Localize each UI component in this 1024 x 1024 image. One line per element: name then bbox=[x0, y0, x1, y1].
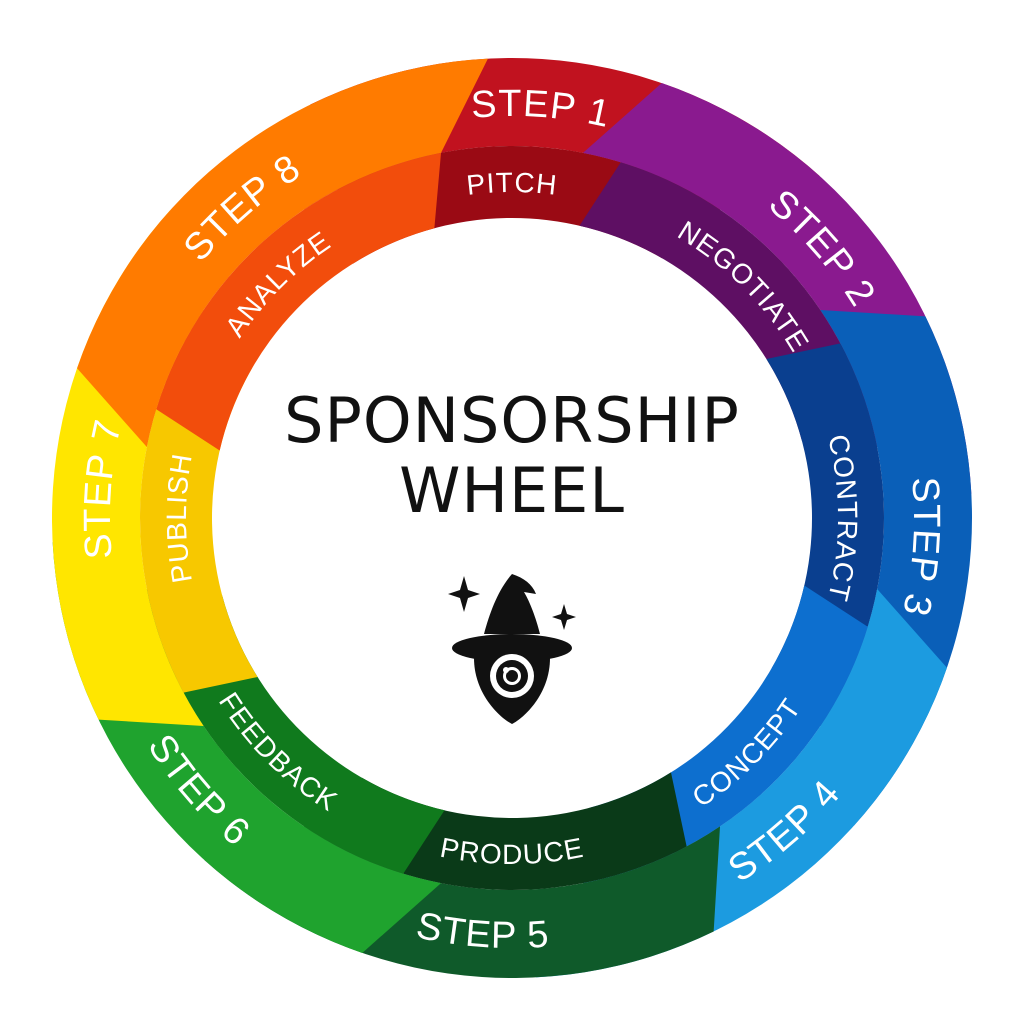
title-line-2: WHEEL bbox=[399, 454, 625, 527]
wheel-title: SPONSORSHIP WHEEL bbox=[212, 386, 812, 526]
wizard-hat-eye-icon bbox=[448, 574, 576, 724]
segment-step-band-8 bbox=[77, 58, 488, 448]
title-line-1: SPONSORSHIP bbox=[284, 384, 740, 457]
step-label-1: PITCH bbox=[465, 167, 559, 201]
segment-label-band-8 bbox=[156, 152, 442, 451]
